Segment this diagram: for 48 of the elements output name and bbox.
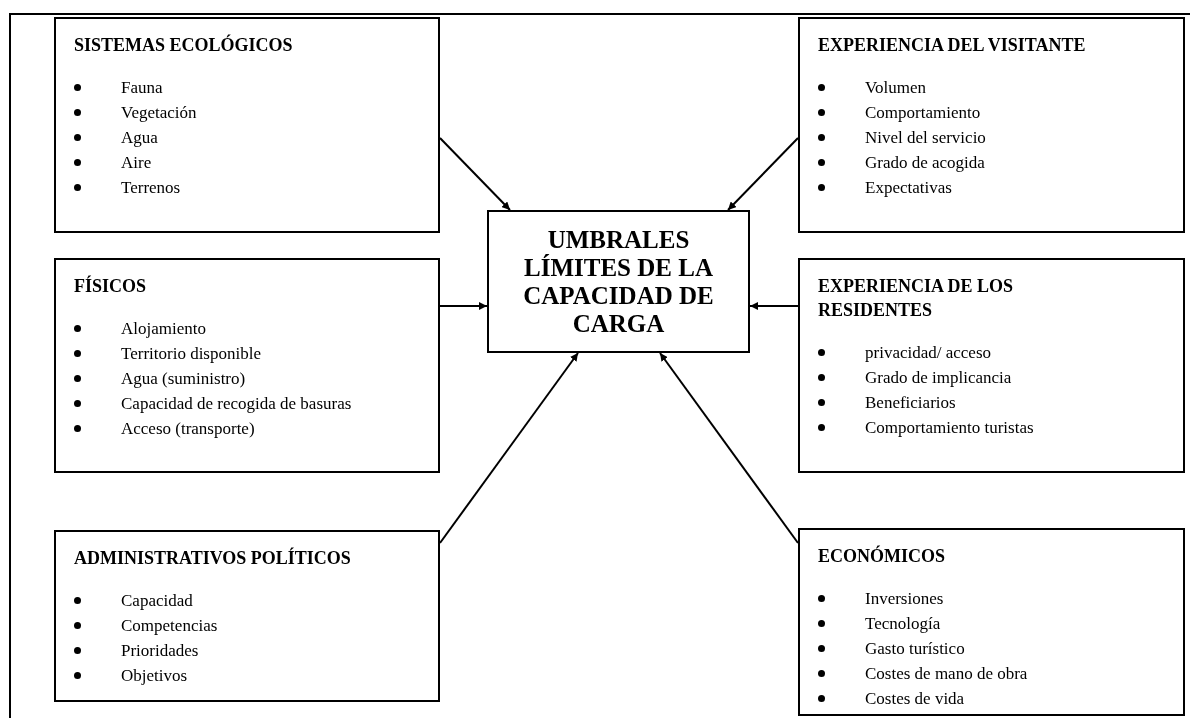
category-heading: FÍSICOS [74, 274, 148, 298]
arrow [439, 352, 579, 544]
list-item: Terrenos [121, 176, 181, 199]
category-box [798, 258, 1185, 473]
list-item: Volumen [865, 76, 927, 99]
category-box [54, 530, 440, 702]
arrow [749, 302, 799, 310]
list-item: Grado de acogida [865, 151, 985, 174]
category-heading: EXPERIENCIA DEL VISITANTE [818, 34, 1087, 57]
list-item: Comportamiento [865, 101, 981, 124]
list-item: Nivel del servicio [865, 126, 986, 149]
category-heading: ECONÓMICOS [818, 544, 946, 568]
list-item: Territorio disponible [121, 342, 261, 365]
category-box [798, 528, 1185, 716]
list-item: Expectativas [865, 176, 952, 199]
arrow [659, 352, 799, 544]
list-item: Alojamiento [121, 317, 206, 340]
list-item: Beneficiarios [865, 391, 956, 414]
list-item: Acceso (transporte) [121, 417, 255, 440]
category-box [54, 17, 440, 233]
category-heading: SISTEMAS ECOLÓGICOS [74, 33, 294, 57]
category-box [798, 17, 1185, 233]
list-item: Inversiones [865, 587, 944, 610]
arrow [439, 137, 511, 211]
list-item: Capacidad de recogida de basuras [121, 392, 352, 415]
list-item: Capacidad [121, 589, 193, 612]
list-item: Gasto turístico [865, 637, 965, 660]
list-item: Vegetación [121, 101, 197, 124]
list-item: Competencias [121, 614, 218, 637]
central-title: UMBRALES LÍMITES DE LA CAPACIDAD DE CARGA [522, 225, 715, 338]
list-item: Aire [121, 151, 152, 174]
list-item: Agua (suministro) [121, 367, 246, 390]
category-box [54, 258, 440, 473]
central-box [487, 210, 750, 353]
list-item: Fauna [121, 76, 163, 99]
list-item: Objetivos [121, 664, 188, 687]
category-heading: EXPERIENCIA DE LOS RESIDENTES [818, 275, 1015, 322]
arrow [727, 137, 799, 211]
category-heading: ADMINISTRATIVOS POLÍTICOS [74, 546, 352, 570]
list-item: privacidad/ acceso [865, 341, 991, 364]
arrow [439, 302, 488, 310]
list-item: Costes de vida [865, 687, 965, 710]
list-item: Agua [121, 126, 158, 149]
list-item: Comportamiento turistas [865, 416, 1034, 439]
list-item: Grado de implicancia [865, 366, 1012, 389]
list-item: Prioridades [121, 639, 199, 662]
list-item: Tecnología [865, 612, 941, 635]
list-item: Costes de mano de obra [865, 662, 1028, 685]
